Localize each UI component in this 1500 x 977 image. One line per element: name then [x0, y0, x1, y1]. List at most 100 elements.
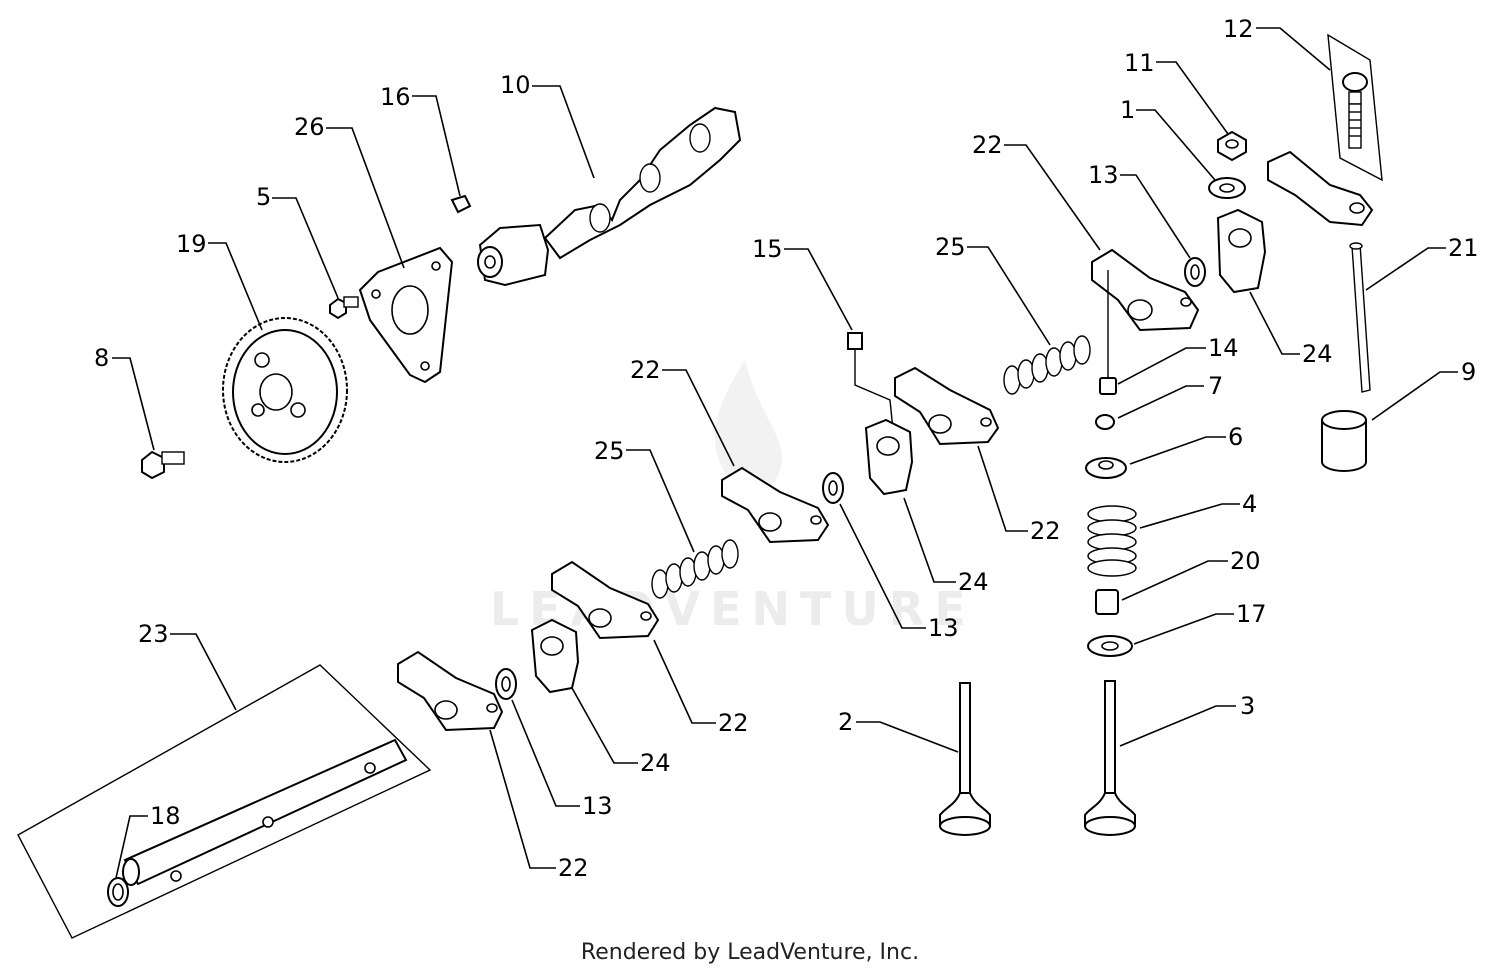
svg-text:12: 12	[1223, 15, 1254, 43]
svg-text:22: 22	[558, 854, 589, 882]
svg-text:26: 26	[294, 113, 325, 141]
callout-5: 5	[256, 183, 339, 299]
svg-text:20: 20	[1230, 547, 1261, 575]
callout-13a: 13	[1088, 161, 1191, 259]
part-1-washer	[1208, 177, 1246, 199]
callout-16: 16	[380, 83, 461, 197]
part-20-seal	[1095, 589, 1119, 615]
callout-1: 1	[1120, 96, 1216, 181]
part-13-washer-lower	[495, 668, 517, 700]
callout-22e: 22	[489, 729, 589, 882]
svg-text:16: 16	[380, 83, 411, 111]
part-25-spring-top	[1003, 335, 1091, 395]
part-17-washer	[1087, 635, 1133, 657]
part-21-push-rod	[1349, 242, 1371, 393]
svg-text:18: 18	[150, 802, 181, 830]
callout-17: 17	[1133, 600, 1267, 645]
svg-text:22: 22	[972, 131, 1003, 159]
svg-text:23: 23	[138, 620, 169, 648]
part-22-rocker-arm-top	[1091, 248, 1200, 380]
part-3-valve	[1084, 680, 1136, 836]
part-18-circlip	[107, 877, 129, 907]
part-2-valve	[939, 682, 991, 836]
svg-text:14: 14	[1208, 334, 1239, 362]
svg-text:5: 5	[256, 183, 271, 211]
callout-15: 15	[752, 235, 853, 331]
part-23-rocker-shaft	[17, 664, 432, 939]
callout-24b: 24	[903, 497, 989, 596]
callout-12: 12	[1223, 15, 1331, 71]
callout-6: 6	[1129, 423, 1243, 465]
svg-text:8: 8	[94, 344, 109, 372]
svg-text:22: 22	[630, 356, 661, 384]
svg-text:13: 13	[928, 614, 959, 642]
part-6-retainer	[1085, 457, 1127, 479]
callout-23: 23	[138, 620, 237, 711]
svg-text:7: 7	[1208, 372, 1223, 400]
part-22-rocker-arm-mid-right	[894, 366, 1000, 446]
part-24-support-lower	[530, 618, 580, 694]
svg-text:10: 10	[500, 71, 531, 99]
svg-text:2: 2	[838, 708, 853, 736]
callout-26: 26	[294, 113, 405, 269]
callout-3: 3	[1119, 692, 1255, 747]
svg-text:24: 24	[1302, 340, 1333, 368]
svg-text:24: 24	[640, 749, 671, 777]
part-19-gear	[222, 317, 348, 463]
callout-19: 19	[176, 230, 263, 331]
callout-21: 21	[1365, 234, 1479, 291]
svg-text:3: 3	[1240, 692, 1255, 720]
footer-credit: Rendered by LeadVenture, Inc.	[580, 940, 920, 965]
callout-22c: 22	[977, 445, 1061, 545]
callout-20: 20	[1121, 547, 1261, 601]
svg-text:6: 6	[1228, 423, 1243, 451]
part-24-support-top	[1216, 208, 1267, 294]
part-7-collet	[1095, 414, 1115, 430]
part-12-bolt-kit	[1327, 33, 1383, 182]
callout-13c: 13	[511, 699, 613, 820]
callout-25b: 25	[594, 437, 695, 553]
part-9-tappet	[1321, 410, 1367, 472]
part-22-rocker-arm-mid	[721, 466, 830, 544]
callout-7: 7	[1117, 372, 1223, 419]
part-8-bolt	[141, 450, 185, 480]
callout-10: 10	[500, 71, 595, 179]
part-11-nut	[1217, 130, 1247, 162]
part-4-valve-spring	[1087, 505, 1137, 577]
svg-text:21: 21	[1448, 234, 1479, 262]
callout-14: 14	[1117, 334, 1239, 385]
part-24-support-mid	[864, 418, 914, 496]
callout-25a: 25	[935, 233, 1051, 346]
part-5-bolt	[329, 296, 359, 320]
callout-22b: 22	[630, 356, 735, 467]
svg-text:13: 13	[1088, 161, 1119, 189]
callout-4: 4	[1139, 490, 1257, 529]
part-22-rocker-arm-lower	[551, 560, 660, 640]
svg-text:1: 1	[1120, 96, 1135, 124]
callout-18: 18	[115, 802, 181, 879]
callout-24c: 24	[571, 687, 671, 777]
callout-9: 9	[1371, 358, 1476, 421]
svg-text:17: 17	[1236, 600, 1267, 628]
part-13-washer-mid	[822, 472, 844, 504]
svg-text:19: 19	[176, 230, 207, 258]
svg-text:24: 24	[958, 568, 989, 596]
callout-2: 2	[838, 708, 959, 753]
svg-text:25: 25	[594, 437, 625, 465]
callout-8: 8	[94, 344, 155, 451]
rocker-arm-top-right	[1267, 150, 1374, 227]
svg-text:9: 9	[1461, 358, 1476, 386]
svg-text:13: 13	[582, 792, 613, 820]
part-13-washer-top	[1184, 257, 1206, 287]
callout-11: 11	[1124, 49, 1229, 135]
part-25-spring-mid	[651, 539, 739, 599]
part-26-plate	[358, 246, 454, 384]
svg-text:11: 11	[1124, 49, 1155, 77]
callout-13b: 13	[839, 503, 959, 642]
callout-22d: 22	[653, 639, 749, 737]
part-14-cap	[1099, 377, 1117, 395]
part-16-key	[450, 194, 472, 214]
part-15-plug	[847, 332, 894, 431]
svg-text:25: 25	[935, 233, 966, 261]
